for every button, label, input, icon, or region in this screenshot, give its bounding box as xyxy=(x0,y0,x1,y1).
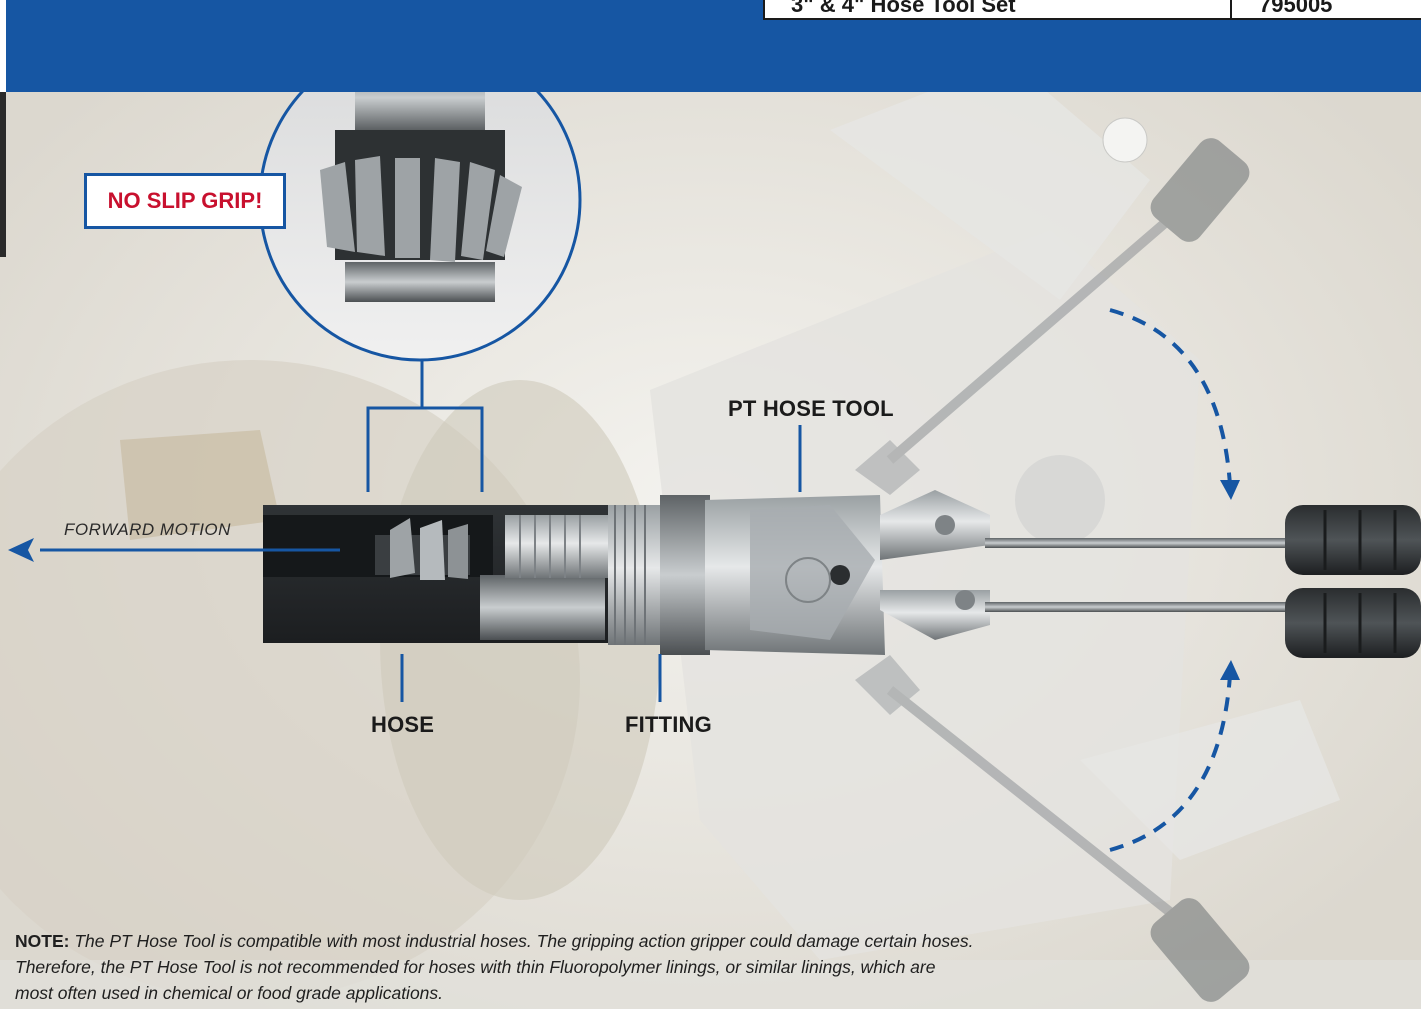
close-rotation-arrow-icon xyxy=(1109,308,1240,500)
forward-motion-label: FORWARD MOTION xyxy=(64,520,231,539)
left-edge-bar xyxy=(0,92,6,257)
fitting-label: FITTING xyxy=(625,712,712,737)
note-heading: NOTE: xyxy=(15,931,70,951)
hose-label: HOSE xyxy=(371,712,435,737)
open-rotation-arrow-icon xyxy=(1109,660,1240,852)
part-table-row: 3" & 4" Hose Tool Set 795005 xyxy=(763,0,1421,20)
table-item-name: 3" & 4" Hose Tool Set xyxy=(791,0,1016,17)
table-part-number: 795005 xyxy=(1259,0,1333,17)
forward-arrow-icon xyxy=(8,538,34,562)
table-divider xyxy=(1230,0,1232,18)
note-text: The PT Hose Tool is compatible with most… xyxy=(15,931,974,1003)
no-slip-grip-callout: NO SLIP GRIP! xyxy=(84,173,286,229)
compatibility-note: NOTE: The PT Hose Tool is compatible wit… xyxy=(15,928,975,1006)
left-edge-strip xyxy=(0,0,6,92)
pt-hose-tool-label: PT HOSE TOOL xyxy=(728,396,894,421)
